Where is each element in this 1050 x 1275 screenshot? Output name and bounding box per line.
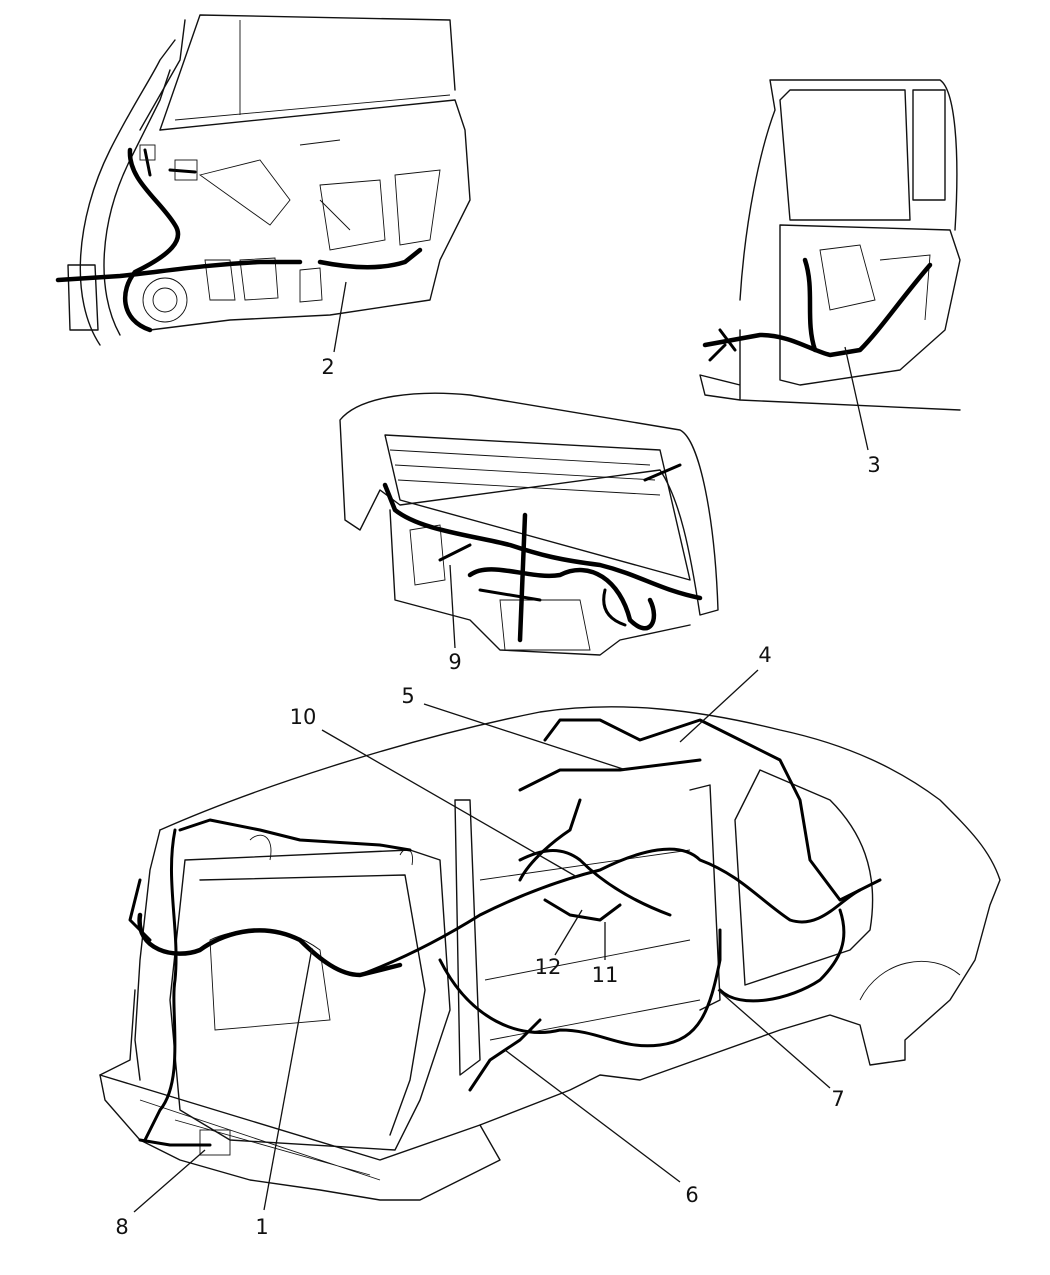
leader-line-12 (554, 909, 583, 956)
leader-line-3 (844, 346, 869, 451)
callout-5: 5 (401, 684, 414, 708)
callout-labels: 1 2 3 4 5 6 7 8 9 10 11 12 (115, 355, 880, 1239)
callout-4: 4 (758, 643, 771, 667)
callout-2: 2 (321, 355, 334, 379)
callout-7: 7 (831, 1087, 844, 1111)
callout-3: 3 (867, 453, 880, 477)
liftgate-illustration (339, 392, 719, 656)
leader-line-2 (333, 281, 347, 353)
leader-line-1 (263, 947, 313, 1211)
leader-line-8 (133, 1149, 206, 1213)
callout-1: 1 (255, 1215, 268, 1239)
rear-door-illustration (699, 79, 961, 411)
vehicle-body-illustration (99, 706, 1001, 1201)
leader-line-10 (321, 729, 578, 878)
leader-line-7 (717, 989, 831, 1089)
vehicle-wiring (128, 718, 882, 1156)
callout-6: 6 (685, 1183, 698, 1207)
leader-line-6 (504, 1049, 681, 1183)
front-door-illustration (55, 14, 471, 346)
callout-8: 8 (115, 1215, 128, 1239)
callout-10: 10 (290, 705, 317, 729)
callout-11: 11 (592, 963, 619, 987)
leader-line-5 (423, 703, 627, 771)
leader-line-9 (449, 564, 456, 649)
callout-12: 12 (535, 955, 562, 979)
callout-9: 9 (448, 650, 461, 674)
leader-line-4 (679, 669, 759, 743)
leader-lines (133, 281, 869, 1213)
